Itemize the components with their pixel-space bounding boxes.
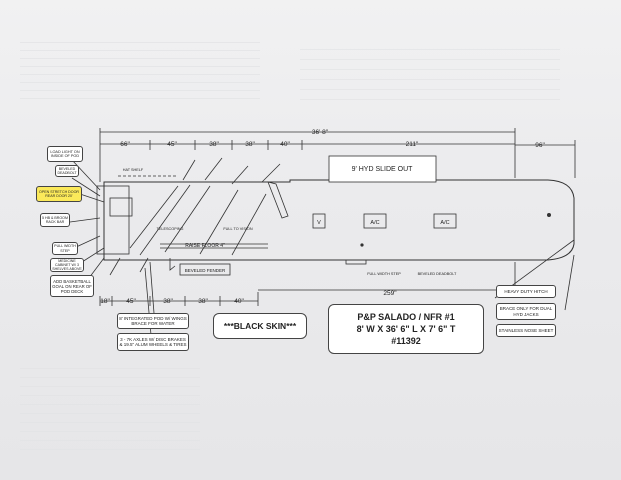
rear-pod (96, 185, 130, 255)
dim-259: 259" (383, 290, 397, 297)
dim-38b-top: 38" (245, 141, 255, 148)
callout-heavy-duty-hitch: HEAVY DUTY HITCH (496, 285, 556, 298)
dim-40-bottom: 40" (234, 298, 244, 305)
raise-floor-label: RAISE FLOOR 4" (185, 243, 225, 249)
callout-pull-width-step: PULL WIDTH STEP (52, 242, 78, 255)
dim-211: 211" (406, 141, 419, 148)
dim-overall: 36' 8" (312, 129, 329, 136)
title-line-2: 8' W X 36' 6" L X 7' 6" T (356, 324, 456, 334)
callout-integrated-pod: 8' INTEGRATED POD W/ WINGS BRACE FOR WAT… (117, 313, 189, 329)
title-block: P&P SALADO / NFR #1 8' W X 36' 6" L X 7'… (328, 304, 484, 354)
dim-45-bottom: 45" (126, 298, 136, 305)
trailer-outline (103, 179, 575, 261)
full-vision-label: FULL TO VISION (223, 227, 253, 231)
hat-shelf-label: HAT SHELF (123, 168, 144, 172)
dim-18: 18" (100, 298, 110, 305)
bleed-through-text (300, 40, 560, 100)
label-v: V (317, 220, 321, 226)
dim-45-top: 45" (167, 141, 177, 148)
callout-load-light: LOAD LIGHT ON INSIDE OF POD (47, 146, 83, 162)
callout-medicine-cabinet: MEDICINE CABINET W/ 3 SHELVES ABOVE (50, 258, 84, 272)
black-skin-label: ***BLACK SKIN*** (213, 313, 307, 339)
full-width-step-label: FULL WIDTH STEP (367, 272, 401, 276)
title-line-1: P&P SALADO / NFR #1 (357, 312, 455, 322)
callout-basketball-goal: ADD BASKETBALL GOAL ON REAR OF POD DECK (50, 275, 94, 297)
callout-brace-hyd-jacks: BRACE ONLY FOR DUAL HYD JACKS (496, 303, 556, 320)
rear-door (109, 197, 133, 217)
label-ac2: A/C (440, 220, 449, 226)
telescoping-label: TELESCOPING (156, 227, 183, 231)
callout-axles: 3 - 7K AXLES W/ DISC BRAKES & 19.5" ALUM… (117, 333, 189, 351)
callout-open-stretch-door: OPEN STRETCH DOOR REAR DOOR 20' (36, 186, 82, 202)
bleed-through-text (20, 35, 260, 105)
beveled-deadbolt-label-bottom: BEVELED DEADBOLT (418, 272, 457, 276)
callout-hb-room: 5 HB & BROOM RACK BAR (40, 213, 70, 227)
dim-96: 96" (535, 142, 545, 149)
slide-out (328, 155, 437, 183)
slide-out-label: 9' HYD SLIDE OUT (352, 166, 414, 173)
dim-40-top: 40" (280, 141, 290, 148)
label-ac1: A/C (370, 220, 379, 226)
title-line-3: #11392 (391, 336, 421, 346)
dim-38a-bottom: 38" (163, 298, 173, 305)
dim-66: 66" (120, 141, 130, 148)
callout-stainless-nose: STAINLESS NOSE SHEET (496, 324, 556, 337)
beveled-fender-label: BEVELED FENDER (185, 268, 226, 273)
dim-38b-bottom: 38" (198, 298, 208, 305)
callout-beveled-deadbolt: BEVELED DEADBOLT (55, 165, 79, 177)
beveled-fender-shape (179, 263, 231, 276)
dim-38a-top: 38" (209, 141, 219, 148)
ramp (267, 181, 289, 219)
bleed-through-text (20, 360, 200, 450)
